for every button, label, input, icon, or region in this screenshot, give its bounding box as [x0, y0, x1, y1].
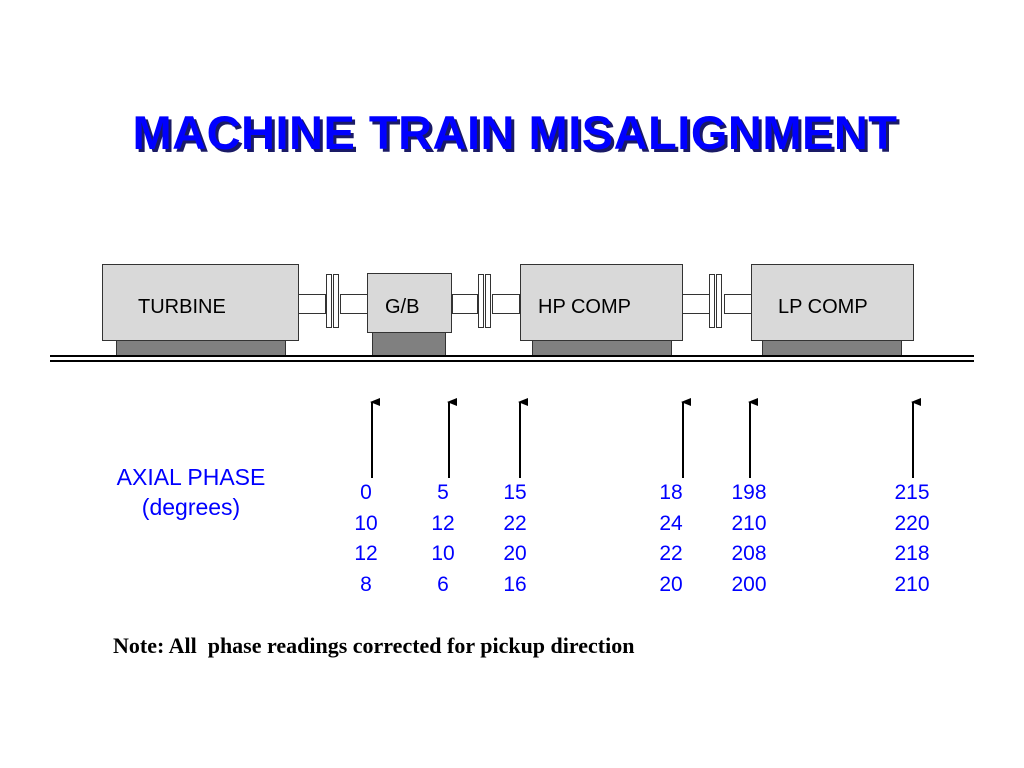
- gearbox-casing: [367, 273, 452, 333]
- footnote: Note: All phase readings corrected for p…: [113, 633, 635, 658]
- hp-comp-casing: [520, 264, 683, 341]
- phase-column-6: 215 220 218 210: [882, 478, 942, 600]
- turbine-label: TURBINE: [138, 296, 226, 318]
- lp-comp-label: LP COMP: [778, 296, 868, 318]
- phase-value: 215: [894, 481, 930, 504]
- phase-value: 12: [431, 511, 455, 535]
- phase-value: 8: [360, 572, 372, 596]
- phase-value: 10: [431, 542, 455, 565]
- phase-value: 5: [437, 481, 449, 504]
- axial-phase-label: AXIAL PHASE (degrees): [85, 462, 297, 522]
- turbine-casing: [102, 264, 299, 341]
- lp-comp-casing: [751, 264, 914, 341]
- phase-value: 18: [659, 481, 683, 504]
- gearbox-label: G/B: [385, 296, 420, 318]
- phase-value: 0: [360, 481, 372, 504]
- axial-phase-unit: (degrees): [141, 494, 241, 520]
- shaft: [492, 294, 520, 314]
- foundation-rail-bottom: [50, 360, 974, 362]
- phase-value: 20: [659, 572, 683, 596]
- hp-comp-label: HP COMP: [538, 296, 631, 318]
- coupling-flange: [333, 274, 339, 328]
- coupling-flange: [716, 274, 722, 328]
- phase-value: 12: [354, 542, 378, 565]
- phase-column-2: 5 12 10 6: [413, 478, 473, 600]
- phase-value: 210: [731, 511, 767, 535]
- page-title: MACHINE TRAIN MISALIGNMENT: [132, 106, 898, 159]
- phase-value: 208: [731, 542, 767, 565]
- phase-column-5: 198 210 208 200: [719, 478, 779, 600]
- coupling-flange: [478, 274, 484, 328]
- phase-value: 210: [894, 572, 930, 596]
- shaft: [452, 294, 478, 314]
- phase-column-4: 18 24 22 20: [641, 478, 701, 600]
- phase-value: 198: [731, 481, 767, 504]
- phase-column-3: 15 22 20 16: [485, 478, 545, 600]
- phase-value: 200: [731, 572, 767, 596]
- phase-value: 22: [659, 542, 683, 565]
- phase-value: 218: [894, 542, 930, 565]
- phase-value: 10: [354, 511, 378, 535]
- phase-value: 6: [437, 572, 449, 596]
- phase-value: 24: [659, 511, 683, 535]
- coupling-flange: [709, 274, 715, 328]
- phase-value: 16: [503, 572, 527, 596]
- coupling-flange: [485, 274, 491, 328]
- axial-phase-title: AXIAL PHASE: [116, 464, 266, 490]
- coupling-flange: [326, 274, 332, 328]
- phase-value: 22: [503, 511, 527, 535]
- phase-column-1: 0 10 12 8: [336, 478, 396, 600]
- phase-value: 220: [894, 511, 930, 535]
- phase-value: 15: [503, 481, 527, 504]
- phase-value: 20: [503, 542, 527, 565]
- foundation-rail-top: [50, 355, 974, 357]
